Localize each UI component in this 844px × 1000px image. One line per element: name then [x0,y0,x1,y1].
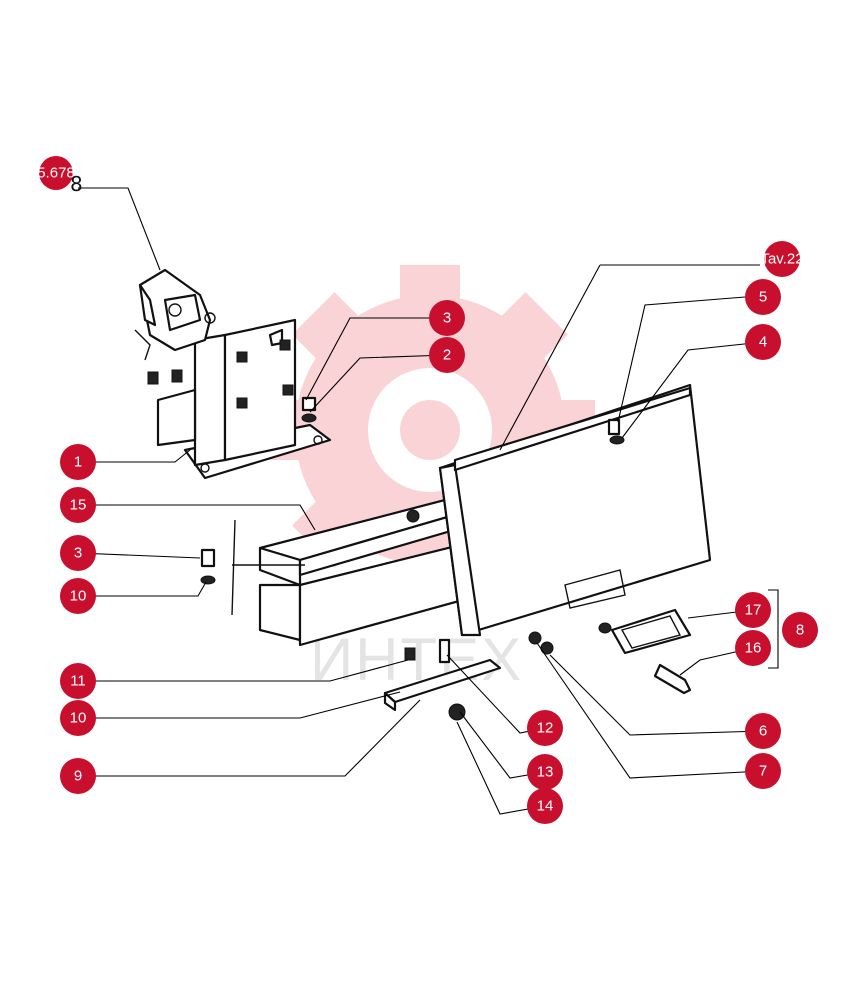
hinge-plate [383,638,502,721]
callout-5-label: 5 [759,289,767,306]
callout-10-bottom: 10 [60,700,96,736]
callout-15: 15 [60,487,96,523]
callout-17-label: 17 [745,602,762,619]
callout-16: 16 [735,630,771,666]
watermark-text: ИНТЕХ [310,626,523,693]
callout-14-label: 14 [537,798,554,815]
callout-11-label: 11 [70,673,86,690]
callout-2-label: 2 [443,347,451,364]
callout-9-label: 9 [74,768,82,785]
callout-3-top: 3 [429,300,465,336]
bracket-mount [156,318,332,480]
callout-10-bottom-label: 10 [70,710,87,727]
bolt-nut-4-5 [607,418,625,445]
callout-16-label: 16 [745,640,762,657]
callout-12-label: 12 [537,720,554,737]
ref-badge-top-right-text: Tav.22 [760,251,803,268]
screw-16 [653,663,692,695]
callout-2: 2 [429,337,465,373]
callout-1: 1 [60,444,96,480]
callout-3-top-label: 3 [443,310,451,327]
ref-badge-top-left-text: 5.678 [37,165,75,182]
callout-6-label: 6 [759,723,767,740]
callout-7: 7 [745,753,781,789]
callout-15-label: 15 [70,497,87,514]
callout-13: 13 [527,754,563,790]
callout-3-left: 3 [60,535,96,571]
handle-plate [598,608,692,655]
switch-assembly [134,268,216,385]
callout-8: 8 [782,612,818,648]
callout-17: 17 [735,592,771,628]
callout-13-label: 13 [537,764,554,781]
callout-8-label: 8 [796,622,804,639]
callout-10-top-label: 10 [70,588,87,605]
callout-5: 5 [745,279,781,315]
callout-4: 4 [745,324,781,360]
callout-4-label: 4 [759,334,767,351]
bolt-nut-3-10 [200,548,216,585]
bolt-nut-2-3 [301,396,317,423]
ref-badge-top-right: Tav.22 [760,241,804,277]
callouts: 1 2 3 3 4 5 6 7 8 9 10 10 11 12 13 14 15… [60,279,818,824]
ref-digit-top-left: 8 [70,172,83,196]
callout-12: 12 [527,710,563,746]
ref-badge-top-left: 5.678 8 [37,156,83,196]
callout-9: 9 [60,758,96,794]
callout-14: 14 [527,788,563,824]
callout-10-top: 10 [60,578,96,614]
callout-11: 11 [60,663,96,699]
nut-6-7 [528,631,554,655]
lid-panel [438,383,712,637]
callout-6: 6 [745,713,781,749]
callout-3-left-label: 3 [74,545,82,562]
callout-7-label: 7 [759,763,767,780]
callout-1-label: 1 [74,454,82,471]
